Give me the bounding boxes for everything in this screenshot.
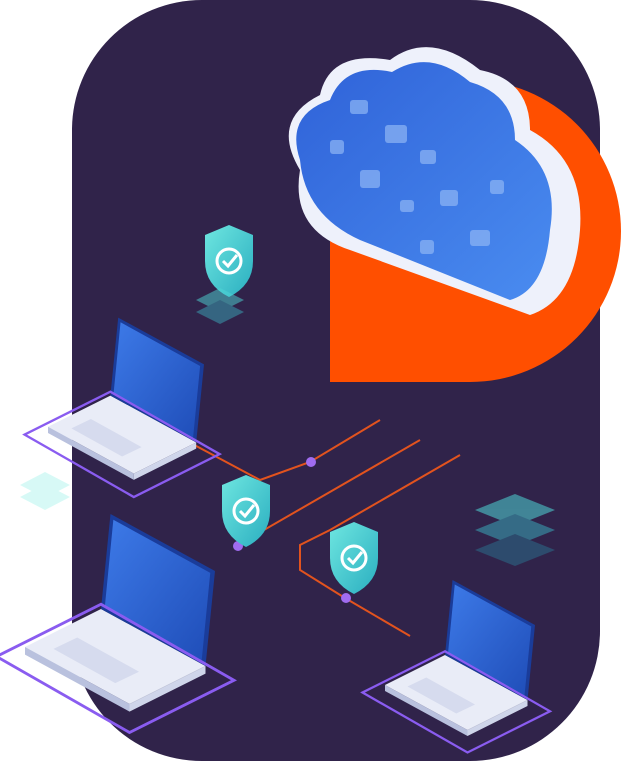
cloud-icon [288, 47, 581, 316]
layers-icon [196, 288, 244, 324]
layers-icon [475, 494, 555, 566]
layers-icon [20, 472, 70, 510]
network-node [341, 593, 351, 603]
network-node [306, 457, 316, 467]
